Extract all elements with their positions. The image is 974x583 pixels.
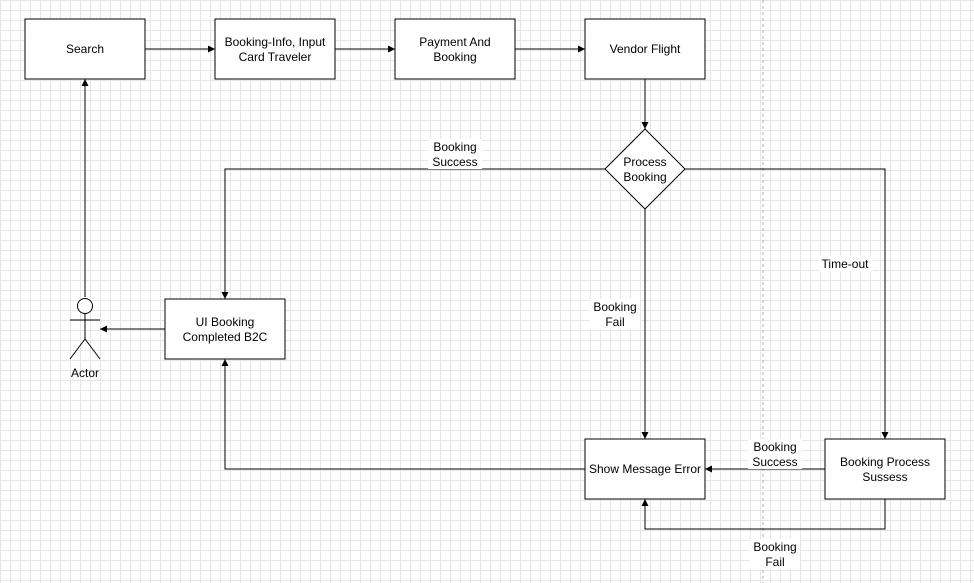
edge-label-booking-fail-mid: Booking Fail xyxy=(590,299,640,329)
node-booking-process-success[interactable]: Booking Process Sussess xyxy=(824,438,946,500)
svg-text:Success: Success xyxy=(432,155,477,169)
svg-text:Process: Process xyxy=(623,155,666,169)
svg-text:Booking: Booking xyxy=(753,540,796,554)
svg-text:Sussess: Sussess xyxy=(862,470,907,484)
actor-figure[interactable]: Actor xyxy=(69,298,101,381)
node-show-message-error[interactable]: Show Message Error xyxy=(584,438,706,500)
svg-text:Booking: Booking xyxy=(433,140,476,154)
svg-text:Completed B2C: Completed B2C xyxy=(183,330,268,344)
node-search[interactable]: Search xyxy=(24,18,146,80)
svg-text:Show Message Error: Show Message Error xyxy=(589,462,701,476)
svg-text:Booking: Booking xyxy=(433,50,476,64)
node-ui-booking-completed[interactable]: UI Booking Completed B2C xyxy=(164,298,286,360)
svg-text:Time-out: Time-out xyxy=(822,257,870,271)
edge-label-booking-success-bottom: Booking Success xyxy=(748,439,802,469)
edge-error-to-ui xyxy=(221,359,585,470)
svg-text:UI Booking: UI Booking xyxy=(196,315,255,329)
svg-text:Fail: Fail xyxy=(765,555,784,569)
svg-text:Fail: Fail xyxy=(605,315,624,329)
edge-label-booking-fail-bottom: Booking Fail xyxy=(750,539,800,569)
node-process-booking-decision[interactable]: Process Booking xyxy=(604,128,686,210)
svg-text:Search: Search xyxy=(66,42,104,56)
svg-text:Booking: Booking xyxy=(753,440,796,454)
svg-text:Card Traveler: Card Traveler xyxy=(239,50,312,64)
node-booking-info[interactable]: Booking-Info, Input Card Traveler xyxy=(214,18,336,80)
node-vendor-flight[interactable]: Vendor Flight xyxy=(584,18,706,80)
actor-icon xyxy=(69,298,101,360)
svg-text:Booking Process: Booking Process xyxy=(840,455,930,469)
svg-text:Booking: Booking xyxy=(623,170,666,184)
svg-text:Vendor Flight: Vendor Flight xyxy=(610,42,681,56)
svg-text:Payment And: Payment And xyxy=(419,35,490,49)
actor-label: Actor xyxy=(71,366,99,380)
node-payment-and-booking[interactable]: Payment And Booking xyxy=(394,18,516,80)
edge-booking-process-fail-to-error xyxy=(641,499,886,530)
edge-label-timeout: Time-out xyxy=(819,256,873,271)
edge-process-success-to-ui xyxy=(221,168,605,299)
edge-label-booking-success-top: Booking Success xyxy=(428,139,482,169)
svg-text:Booking: Booking xyxy=(593,300,636,314)
svg-text:Success: Success xyxy=(752,455,797,469)
edge-process-timeout-to-booking-process xyxy=(685,168,889,439)
svg-text:Booking-Info, Input: Booking-Info, Input xyxy=(225,35,326,49)
